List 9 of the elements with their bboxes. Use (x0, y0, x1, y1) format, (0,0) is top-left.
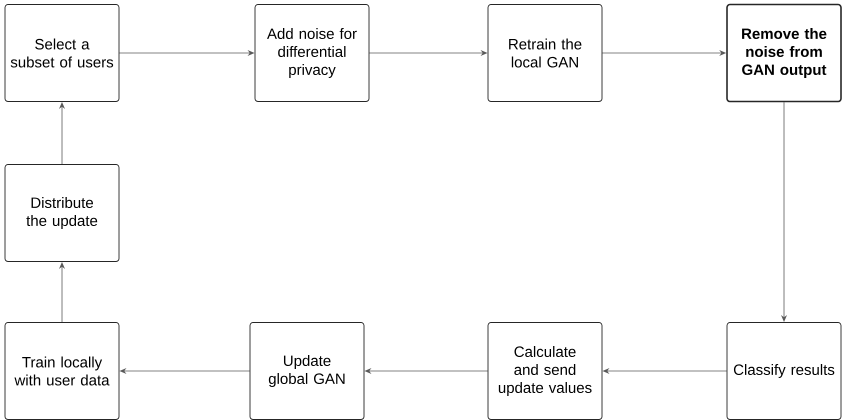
process-box: Classify results (726, 322, 842, 420)
process-box: Distribute the update (4, 164, 120, 262)
process-box: Calculate and send update values (488, 322, 602, 420)
process-box: Select a subset of users (4, 4, 120, 102)
process-box: Update global GAN (250, 322, 364, 420)
process-box: Train locally with user data (4, 322, 120, 420)
process-box: Remove the noise from GAN output (726, 4, 842, 102)
process-box: Add noise for differential privacy (254, 4, 370, 102)
process-box: Retrain the local GAN (488, 4, 602, 102)
